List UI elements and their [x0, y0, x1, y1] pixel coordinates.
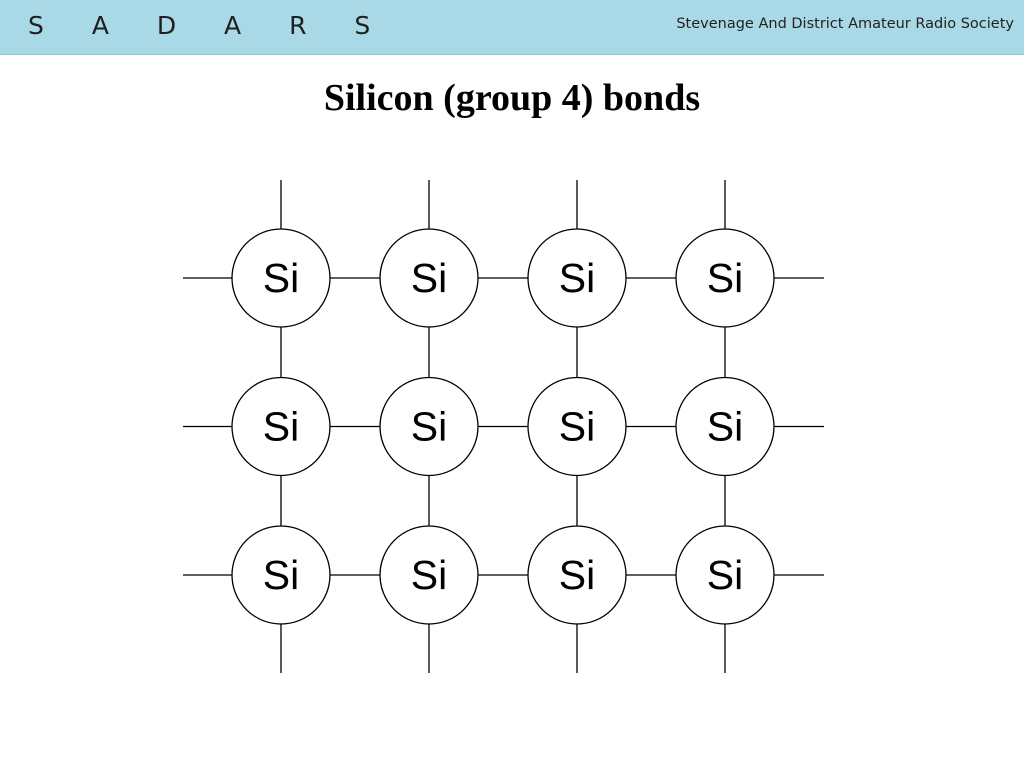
header-bar: S A D A R S Stevenage And District Amate… [0, 0, 1024, 55]
silicon-atom: Si [231, 376, 331, 477]
atom-label: Si [707, 404, 743, 450]
silicon-atom: Si [527, 376, 627, 477]
atom-circle [231, 228, 331, 328]
atom-circle [231, 525, 331, 625]
silicon-atom: Si [379, 228, 479, 328]
atom-circle [675, 525, 775, 625]
atom-label: Si [411, 404, 447, 450]
atom-label: Si [559, 255, 595, 301]
silicon-atom: Si [231, 228, 331, 328]
silicon-atom: Si [675, 228, 775, 328]
atom-circle [527, 228, 627, 328]
atom-label: Si [411, 255, 447, 301]
atom-circle [527, 525, 627, 625]
atom-label: Si [263, 552, 299, 598]
silicon-atom: Si [675, 525, 775, 625]
atom-circle [527, 376, 627, 477]
atom-label: Si [707, 552, 743, 598]
atom-label: Si [707, 255, 743, 301]
silicon-atom: Si [379, 376, 479, 477]
silicon-atom: Si [527, 525, 627, 625]
society-name: Stevenage And District Amateur Radio Soc… [676, 16, 1014, 32]
atom-circle [379, 376, 479, 477]
atom-circle [379, 228, 479, 328]
slide-title: Silicon (group 4) bonds [323, 77, 701, 119]
atom-circle [675, 376, 775, 477]
atom-circle [379, 525, 479, 625]
silicon-atom: Si [675, 376, 775, 477]
silicon-atom: Si [231, 525, 331, 625]
atom-label: Si [263, 404, 299, 450]
silicon-atom: Si [527, 228, 627, 328]
atom-label: Si [559, 404, 595, 450]
atom-label: Si [559, 552, 595, 598]
atom-circle [231, 376, 331, 477]
atom-label: Si [411, 552, 447, 598]
sadars-logo: S A D A R S [28, 11, 391, 40]
atom-label: Si [263, 255, 299, 301]
silicon-atom: Si [379, 525, 479, 625]
atom-circle [675, 228, 775, 328]
